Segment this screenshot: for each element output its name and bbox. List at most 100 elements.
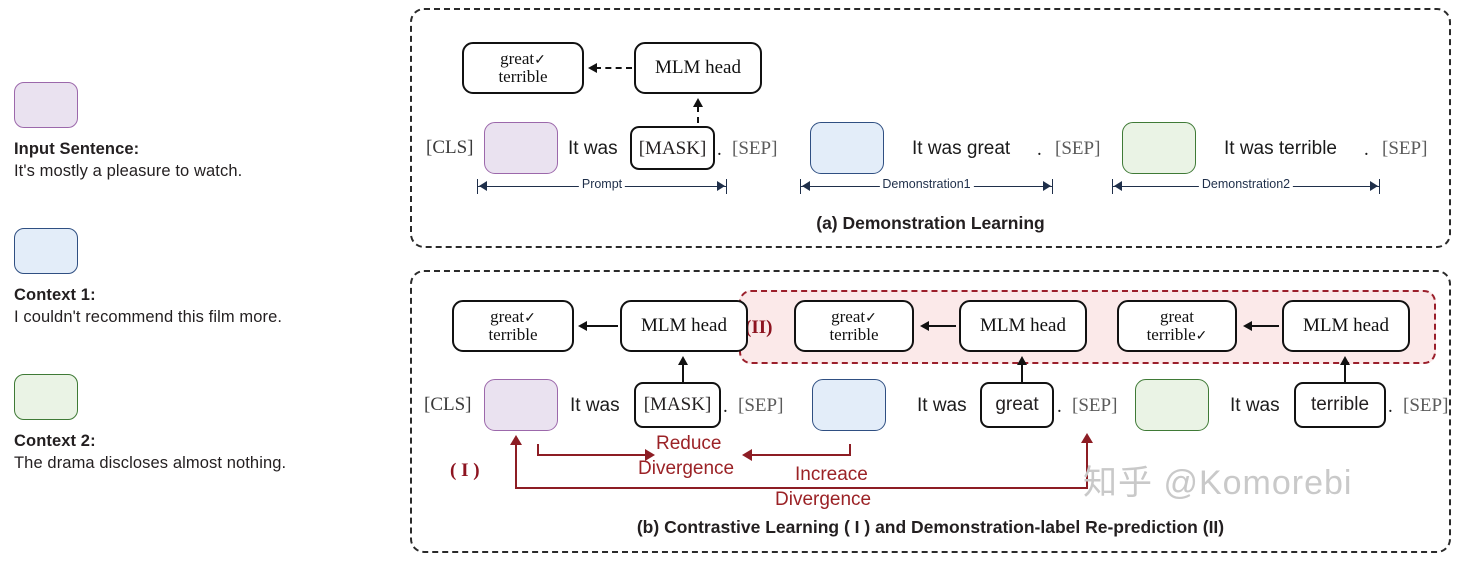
mlm-head-box-b3: MLM head: [1282, 300, 1410, 352]
context1-placeholder-a: [810, 122, 884, 174]
legend-item-context-1: Context 1: I couldn't recommend this fil…: [14, 228, 282, 327]
token-cls-a: [CLS]: [426, 137, 474, 158]
contrastive-anchor-prompt: [537, 444, 539, 456]
span-label-demonstration2: Demonstration2: [1198, 177, 1294, 191]
prompt-prefix-a: It was: [568, 138, 618, 159]
verbalizer-line-terrible: terrible: [498, 67, 548, 87]
arrow-mlm-to-verbalizer-b1: [578, 321, 618, 331]
verbalizer-box-prompt-a: great✓ terrible: [462, 42, 584, 94]
span-label-prompt: Prompt: [578, 177, 626, 191]
check-icon: ✓: [524, 310, 536, 326]
annotation-reduce: Reduce: [656, 433, 722, 454]
contrastive-line-reduce: [537, 454, 647, 456]
swatch-purple: [14, 82, 78, 128]
arrow-mask-to-mlm-a: [693, 98, 703, 134]
token-sep-demo2-b: [SEP]: [1403, 395, 1449, 416]
token-sep-prompt-a: [SEP]: [732, 138, 778, 159]
token-cls-b: [CLS]: [424, 394, 472, 415]
panel-demonstration-learning: great✓ terrible MLM head [CLS] It was [M…: [410, 8, 1451, 248]
token-sep-demo1-b: [SEP]: [1072, 395, 1118, 416]
verbalizer-line-great: great: [1160, 306, 1194, 326]
swatch-blue: [14, 228, 78, 274]
verbalizer-line-great: great✓: [831, 306, 877, 326]
mlm-head-box-b1: MLM head: [620, 300, 748, 352]
demo1-period-b: .: [1057, 396, 1062, 417]
token-sep-prompt-b: [SEP]: [738, 395, 784, 416]
arrow-demo1-to-mlm-b2: [1017, 356, 1027, 390]
annotation-increase-divergence: Divergence: [775, 489, 872, 510]
context2-placeholder-b: [1135, 379, 1209, 431]
contrastive-line-up-prompt: [515, 444, 517, 489]
demo1-period-a: .: [1037, 139, 1042, 160]
check-icon: ✓: [865, 310, 877, 326]
demo2-token-label-b: terrible: [1310, 394, 1370, 415]
demo2-prefix-b: It was: [1230, 395, 1280, 416]
demo2-period-b: .: [1388, 396, 1393, 417]
span-prompt: Prompt: [477, 177, 727, 196]
legend-item-context-2: Context 2: The drama discloses almost no…: [14, 374, 286, 473]
verbalizer-line-terrible: terrible: [488, 325, 538, 345]
context2-placeholder-a: [1122, 122, 1196, 174]
token-sep-demo1-a: [SEP]: [1055, 138, 1101, 159]
arrow-demo2-to-mlm-b3: [1340, 356, 1350, 390]
demo2-period-a: .: [1364, 139, 1369, 160]
verbalizer-line-terrible: terrible: [829, 325, 879, 345]
verbalizer-box-prompt-b: great✓ terrible: [452, 300, 574, 352]
prompt-prefix-b: It was: [570, 395, 620, 416]
verbalizer-box-demo1-b: great✓ terrible: [794, 300, 914, 352]
arrow-mlm-to-verbalizer-a: [588, 63, 632, 73]
demo2-sentence-a: It was terrible: [1224, 138, 1337, 159]
verbalizer-box-demo2-b: great terrible✓: [1117, 300, 1237, 352]
demo1-token-label-b: great: [995, 394, 1039, 415]
demo1-token-box-b: great: [980, 382, 1054, 428]
mlm-head-box-b2: MLM head: [959, 300, 1087, 352]
panel-a-caption: (a) Demonstration Learning: [816, 213, 1045, 233]
check-icon: ✓: [534, 52, 546, 68]
arrow-mlm-to-verbalizer-b3: [1243, 321, 1279, 331]
legend-panel: Input Sentence: It's mostly a pleasure t…: [0, 0, 400, 562]
mask-token-box-b: [MASK]: [634, 382, 721, 428]
arrow-mask-to-mlm-b1: [678, 356, 688, 390]
arrowhead-reduce: [645, 449, 655, 461]
prompt-period-b: .: [723, 396, 728, 417]
verbalizer-line-great: great✓: [490, 306, 536, 326]
annotation-increase: Increace: [795, 464, 868, 485]
marker-ii: (II): [745, 317, 773, 338]
demo2-token-box-b: terrible: [1294, 382, 1386, 428]
mlm-head-box-a: MLM head: [634, 42, 762, 94]
reprediction-bottom-line: [515, 487, 1088, 489]
input-sentence-placeholder-a: [484, 122, 558, 174]
input-sentence-placeholder-b: [484, 379, 558, 431]
prompt-period-a: .: [717, 139, 722, 160]
verbalizer-line-great: great✓: [500, 48, 546, 68]
legend-title-context-2: Context 2:: [14, 432, 96, 450]
panel-b-caption: (b) Contrastive Learning ( I ) and Demon…: [636, 517, 1225, 537]
legend-text-input-sentence: It's mostly a pleasure to watch.: [14, 162, 243, 180]
contrastive-line-increase: [750, 454, 850, 456]
legend-text-context-2: The drama discloses almost nothing.: [14, 454, 287, 472]
reprediction-line-up-demo2: [1086, 442, 1088, 488]
panel-contrastive-learning: (II) great✓ terrible MLM head great✓ ter…: [410, 270, 1451, 553]
arrowhead-up-prompt: [510, 435, 522, 445]
span-demonstration2: Demonstration2: [1112, 177, 1380, 196]
legend-item-input-sentence: Input Sentence: It's mostly a pleasure t…: [14, 82, 242, 181]
legend-title-input-sentence: Input Sentence:: [14, 140, 140, 158]
mask-token-box-a: [MASK]: [630, 126, 715, 170]
contrastive-anchor-demo1: [849, 444, 851, 456]
mask-token-label-a: [MASK]: [638, 137, 707, 159]
demo1-prefix-b: It was: [917, 395, 967, 416]
annotation-reduce-divergence: Divergence: [638, 458, 735, 479]
context1-placeholder-b: [812, 379, 886, 431]
legend-title-context-1: Context 1:: [14, 286, 96, 304]
check-icon: ✓: [1195, 328, 1208, 344]
verbalizer-line-terrible: terrible✓: [1146, 324, 1208, 344]
swatch-green: [14, 374, 78, 420]
arrowhead-increase: [742, 449, 752, 461]
demo1-sentence-a: It was great: [912, 138, 1011, 159]
mask-token-label-b: [MASK]: [643, 394, 712, 415]
arrow-mlm-to-verbalizer-b2: [920, 321, 956, 331]
legend-text-context-1: I couldn't recommend this film more.: [14, 308, 283, 326]
marker-i: ( I ): [450, 460, 480, 481]
arrowhead-up-demo2: [1081, 433, 1093, 443]
